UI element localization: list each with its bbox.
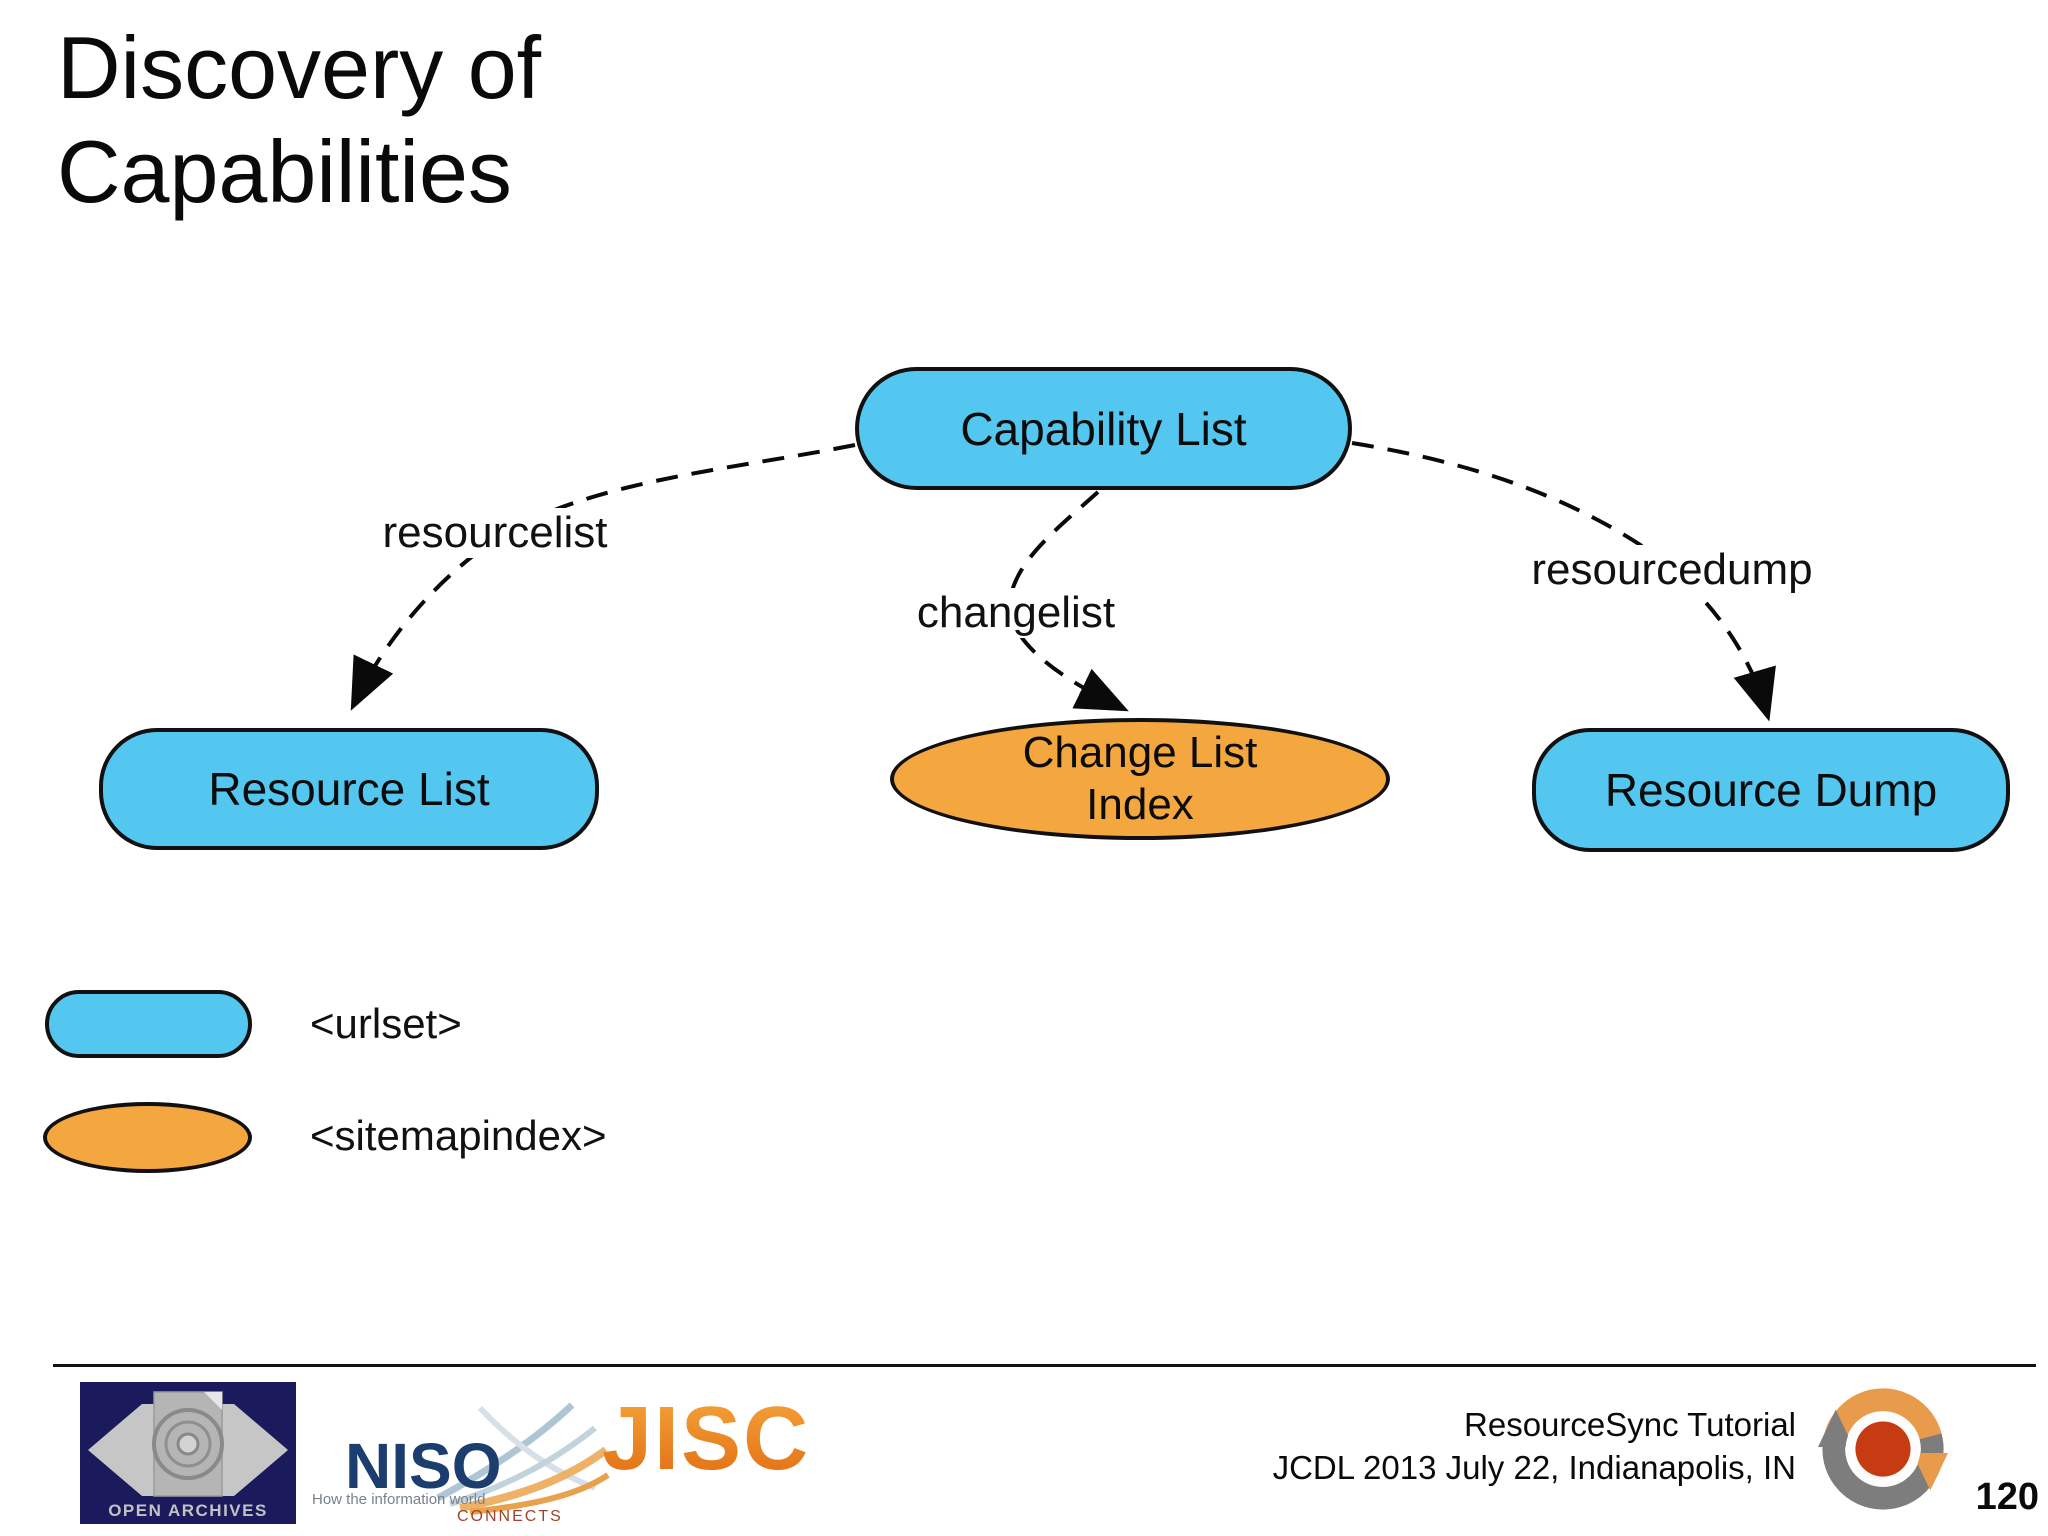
niso-connects: CONNECTS	[457, 1508, 563, 1525]
edge-resourcelist-path	[350, 443, 856, 711]
legend-label-sitemapindex: <sitemapindex>	[310, 1112, 607, 1159]
niso-wordmark: NISO	[345, 1430, 501, 1502]
niso-tagline: How the information world	[312, 1491, 485, 1508]
footer-credit-line1: ResourceSync Tutorial	[1464, 1406, 1796, 1443]
legend-swatch-sitemapindex	[43, 1102, 252, 1173]
footer-credit-line2: JCDL 2013 July 22, Indianapolis, IN	[1272, 1449, 1796, 1486]
slide-title-line1: Discovery of	[57, 18, 542, 117]
legend-swatch-urlset	[45, 990, 252, 1058]
edge-resourcedump-path	[1351, 441, 1776, 722]
node-resource-dump-label: Resource Dump	[1604, 764, 1938, 816]
resourcesync-logo-icon	[1818, 1388, 1948, 1510]
node-resource-list-label: Resource List	[208, 763, 490, 815]
node-change-list-index: Change List Index	[890, 718, 1390, 840]
edge-label-resourcelist: resourcelist	[372, 508, 618, 558]
footer-divider	[53, 1364, 2036, 1367]
edge-changelist-path	[1007, 490, 1129, 712]
node-capability-list-label: Capability List	[960, 402, 1247, 455]
edge-label-changelist: changelist	[906, 588, 1126, 638]
node-change-list-index-label-line1: Change List	[1022, 728, 1258, 777]
edge-label-resourcedump: resourcedump	[1521, 545, 1823, 595]
legend-label-urlset: <urlset>	[310, 1000, 462, 1047]
jisc-logo-wordmark: JISC	[602, 1389, 811, 1489]
node-capability-list: Capability List	[855, 367, 1352, 490]
open-archives-caption: OPEN ARCHIVES	[108, 1501, 268, 1520]
niso-logo-icon: NISO How the information world CONNECTS	[312, 1402, 610, 1525]
open-archives-logo-icon: OPEN ARCHIVES	[80, 1382, 296, 1524]
page-number: 120	[1975, 1476, 2039, 1518]
node-change-list-index-label-line2: Index	[1086, 780, 1194, 829]
node-resource-dump: Resource Dump	[1532, 728, 2010, 852]
footer-credit: ResourceSync Tutorial JCDL 2013 July 22,…	[1273, 1403, 1796, 1489]
slide-title-line2: Capabilities	[57, 122, 512, 221]
slide-title: Discovery of Capabilities	[57, 16, 541, 224]
node-resource-list: Resource List	[99, 728, 599, 850]
